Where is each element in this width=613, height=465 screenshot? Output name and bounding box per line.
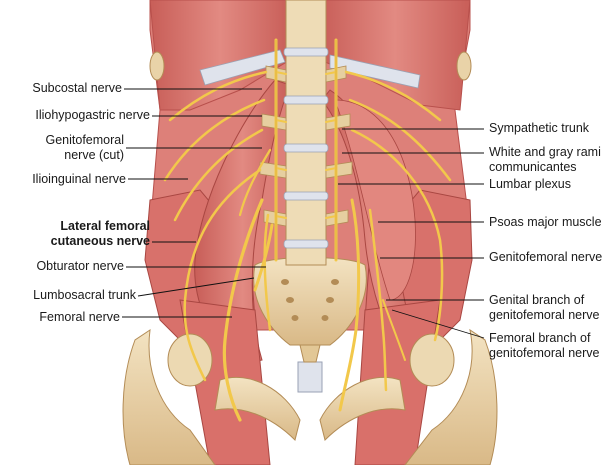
sacral-foramina	[281, 279, 339, 321]
tendon-band-left	[199, 49, 286, 86]
psoas-right-bulk	[334, 99, 416, 301]
pubic-symphysis	[297, 361, 323, 393]
label-obturator-nerve: Obturator nerve	[36, 259, 124, 273]
hip-bone-right	[404, 328, 498, 465]
label-femoral-nerve: Femoral nerve	[39, 310, 120, 324]
label-iliohypogastric-nerve: Iliohypogastric nerve	[35, 108, 150, 122]
label-femoral-branch-line2: genitofemoral nerve	[489, 346, 600, 360]
rib-tip-left	[149, 51, 165, 81]
label-genitofemoral-cut-line2: nerve (cut)	[64, 148, 124, 162]
vertebral-discs	[283, 47, 329, 249]
label-subcostal-nerve: Subcostal nerve	[32, 81, 122, 95]
pubic-right	[319, 376, 406, 441]
label-lateral-femoral-line2: cutaneous nerve	[50, 234, 150, 248]
hip-bone-left	[122, 328, 216, 465]
vertebral-column-bg	[285, 0, 327, 266]
diaphragm-left	[149, 0, 291, 111]
label-genitofemoral-nerve: Genitofemoral nerve	[489, 250, 603, 264]
sacrum	[253, 257, 367, 346]
label-genital-branch-line2: genitofemoral nerve	[489, 308, 600, 322]
label-lateral-femoral-line1: Lateral femoral	[60, 219, 150, 233]
label-genitofemoral-cut-line1: Genitofemoral	[45, 133, 124, 147]
label-rami-line1: White and gray rami	[489, 145, 601, 159]
leader-lines	[122, 88, 485, 339]
label-lumbar-plexus: Lumbar plexus	[489, 177, 571, 191]
label-genital-branch-line1: Genital branch of	[489, 293, 585, 307]
tendon-band-right	[329, 54, 421, 89]
label-femoral-branch-line1: Femoral branch of	[489, 331, 591, 345]
label-psoas-major: Psoas major muscle	[489, 215, 602, 229]
label-rami-line2: communicantes	[489, 160, 577, 174]
rib-tip-right	[456, 51, 472, 81]
coccyx	[299, 344, 321, 363]
nerve-outlines	[275, 40, 337, 260]
femoral-head-right	[409, 333, 455, 387]
label-lumbosacral-trunk: Lumbosacral trunk	[33, 288, 136, 302]
label-sympathetic-trunk: Sympathetic trunk	[489, 121, 590, 135]
label-ilioinguinal-nerve: Ilioinguinal nerve	[32, 172, 126, 186]
